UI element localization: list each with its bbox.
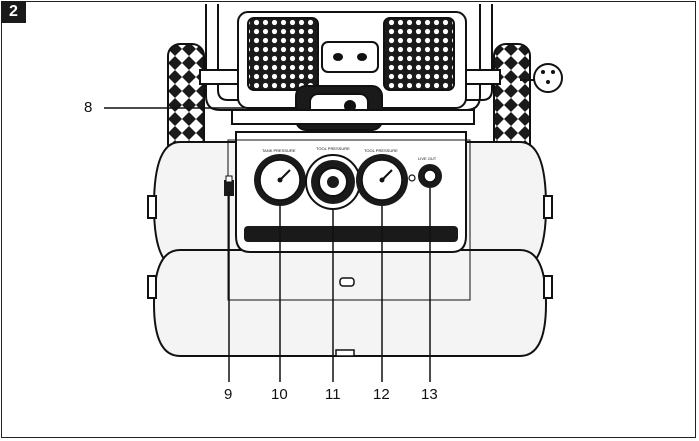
drain-valve <box>224 175 234 196</box>
tank-pressure-gauge <box>254 154 306 206</box>
callout-13: 13 <box>421 386 438 403</box>
quick-coupler <box>408 164 442 188</box>
callout-9: 9 <box>224 386 233 403</box>
callout-leaders <box>104 107 431 382</box>
callout-11: 11 <box>325 386 341 403</box>
tank-pressure-label: TANK PRESSURE <box>262 148 296 153</box>
right-wheel <box>493 43 531 157</box>
callout-10: 10 <box>271 386 288 403</box>
left-wheel <box>167 43 205 157</box>
pressure-regulator-knob <box>305 154 361 210</box>
callout-12: 12 <box>373 386 390 403</box>
lower-tank <box>147 249 553 357</box>
figure-number-badge: 2 <box>1 1 26 23</box>
coupler-label: LIVE OUT <box>418 156 437 161</box>
cord-wrap-knob <box>520 63 563 93</box>
motor-housing <box>237 11 467 109</box>
regulator-label: TOOL PRESSURE <box>316 146 350 151</box>
tool-pressure-label: TOOL PRESSURE <box>364 148 398 153</box>
callout-8: 8 <box>84 99 93 116</box>
tool-pressure-gauge <box>356 154 408 206</box>
